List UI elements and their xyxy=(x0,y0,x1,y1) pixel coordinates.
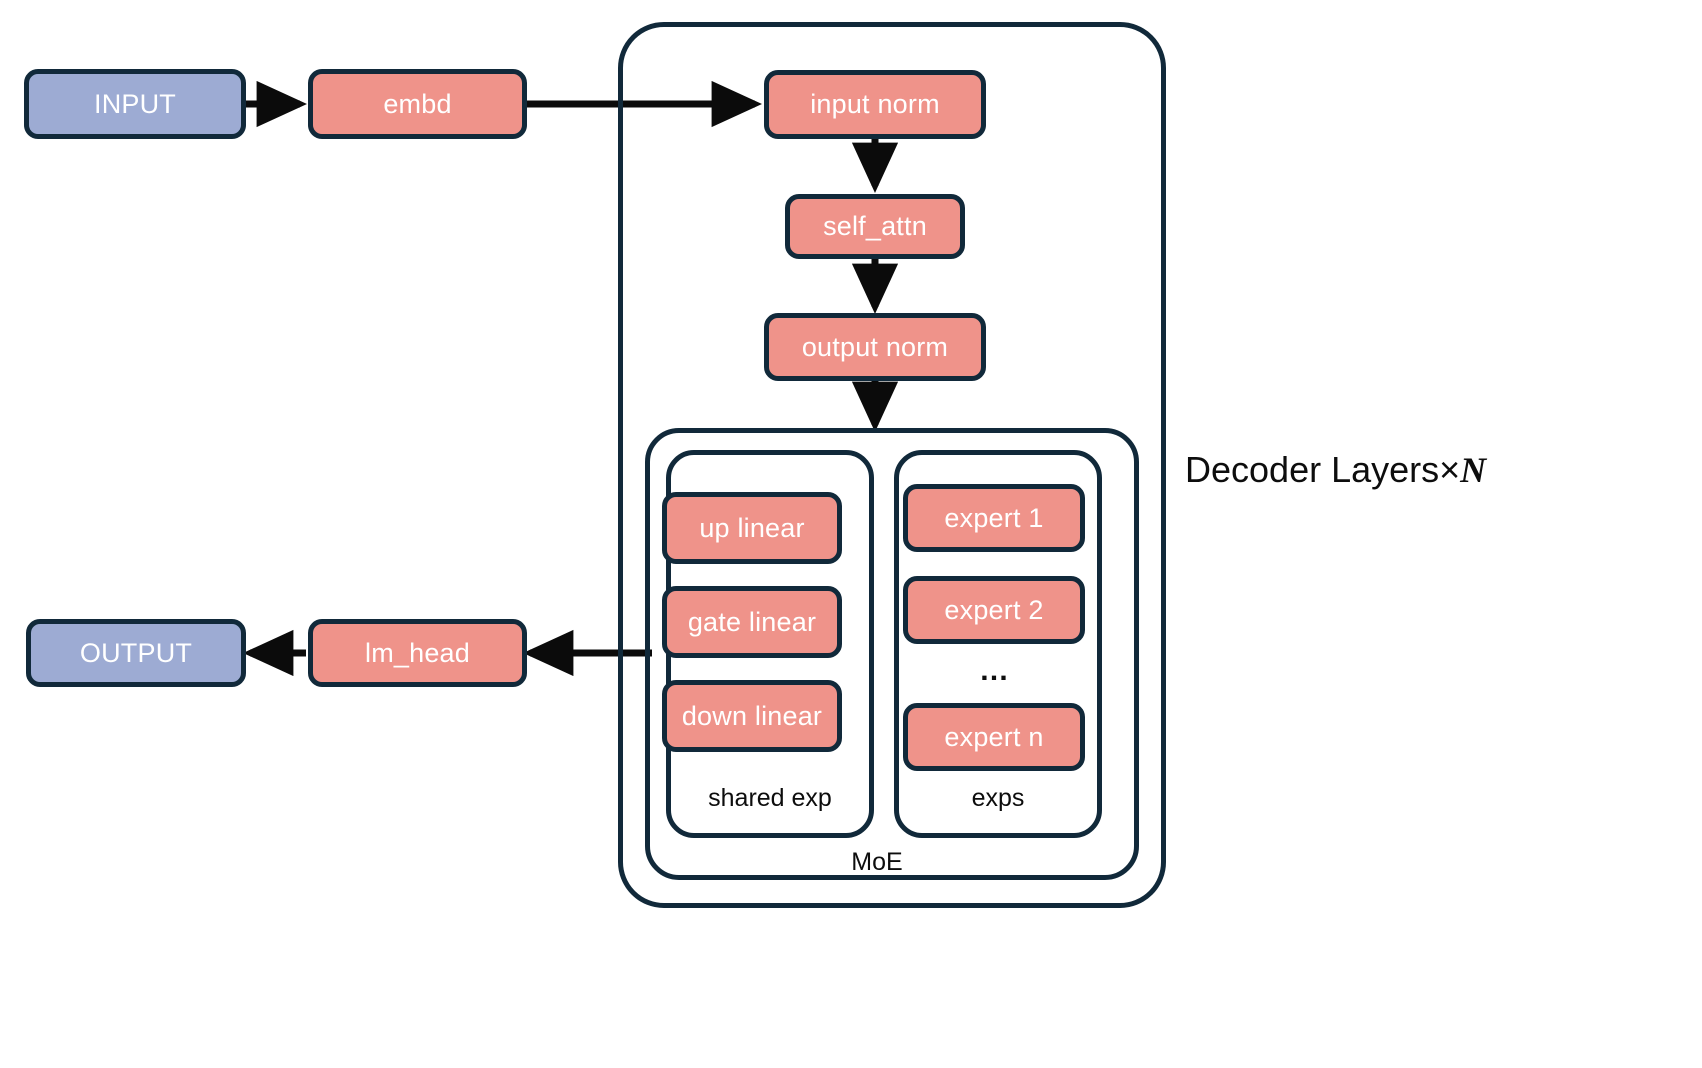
decoder-layers-frame xyxy=(618,22,1166,908)
node-up-linear[interactable]: up linear xyxy=(662,492,842,564)
node-lm-head[interactable]: lm_head xyxy=(308,619,527,687)
shared-exp-frame-label: shared exp xyxy=(708,784,832,812)
node-expert-n[interactable]: expert n xyxy=(903,703,1085,771)
node-self-attn[interactable]: self_attn xyxy=(785,194,965,259)
node-expert-2[interactable]: expert 2 xyxy=(903,576,1085,644)
moe-frame xyxy=(645,428,1139,880)
node-expert-1[interactable]: expert 1 xyxy=(903,484,1085,552)
node-output-norm[interactable]: output norm xyxy=(764,313,986,381)
node-down-linear[interactable]: down linear xyxy=(662,680,842,752)
node-output[interactable]: OUTPUT xyxy=(26,619,246,687)
decoder-layers-prefix-text: Decoder Layers× xyxy=(1185,449,1461,490)
decoder-layers-annotation: Decoder Layers×N xyxy=(1185,449,1487,490)
node-gate-linear[interactable]: gate linear xyxy=(662,586,842,658)
moe-frame-label: MoE xyxy=(851,848,903,876)
exps-frame-label: exps xyxy=(971,784,1025,812)
exps-frame xyxy=(894,450,1102,838)
node-input-norm[interactable]: input norm xyxy=(764,70,986,139)
node-input[interactable]: INPUT xyxy=(24,69,246,139)
expert-ellipsis: … xyxy=(979,654,1009,687)
node-embd[interactable]: embd xyxy=(308,69,527,139)
decoder-layers-count-text: N xyxy=(1460,450,1487,490)
